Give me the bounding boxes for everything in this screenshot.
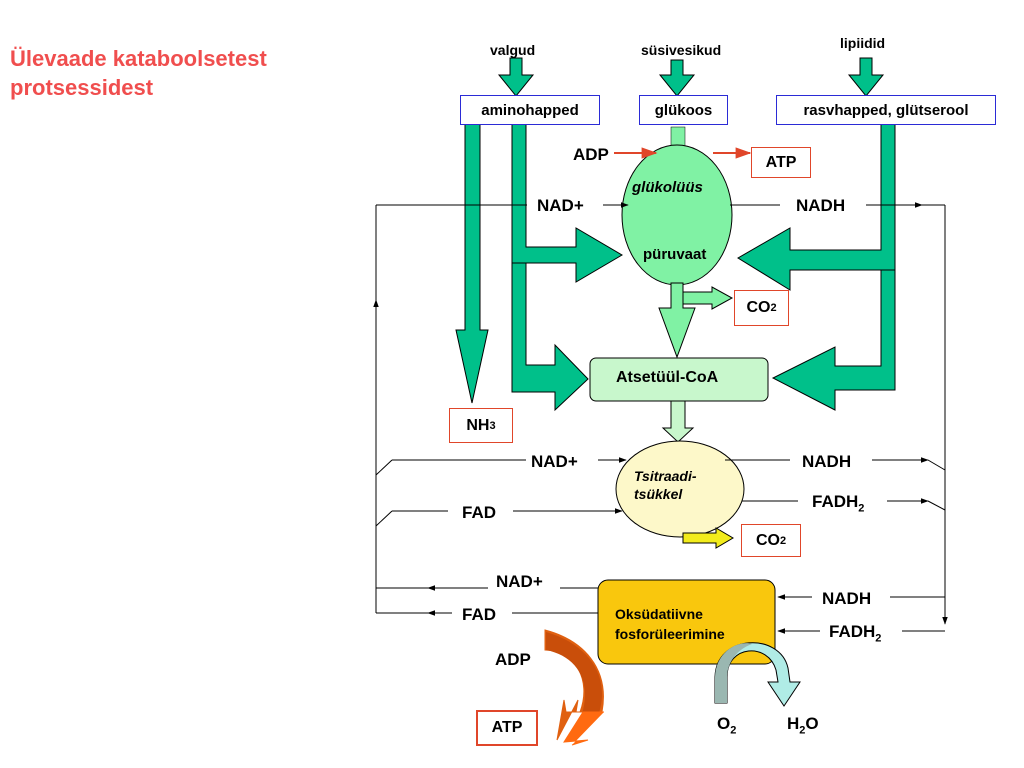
o2-arrow-tail xyxy=(715,643,752,703)
glycolysis-adp-label: ADP xyxy=(573,145,609,164)
oxphos-box xyxy=(597,579,776,665)
h2o-sub: 2 xyxy=(799,724,806,737)
glycolysis-atp-box: ATP xyxy=(751,147,811,178)
page-title: Ülevaade kataboolsetest protsessidest xyxy=(10,44,267,102)
oxphos-label-2: fosforüleerimine xyxy=(615,626,725,642)
oxphos-atp-box: ATP xyxy=(476,710,538,746)
tca-fad-label: FAD xyxy=(462,503,496,522)
oxphos-fad-label: FAD xyxy=(462,605,496,624)
glycolysis-ellipse xyxy=(621,144,733,286)
h2o-text-b: O xyxy=(805,714,819,733)
source-carbs: süsivesikud xyxy=(641,42,722,58)
glycolysis-co2-arrow xyxy=(682,286,734,310)
glycolysis-label: glükolüüs xyxy=(632,179,703,196)
proteins-down-arrow xyxy=(497,57,535,97)
nh3-text: NH xyxy=(466,416,490,434)
acetyl-label: Atsetüül-CoA xyxy=(616,369,719,386)
glucose-connector xyxy=(670,126,686,148)
amino-to-acetyl-arrow xyxy=(511,262,589,412)
oxphos-nadh-label: NADH xyxy=(822,589,872,608)
oxphos-fadh2-sub: 2 xyxy=(875,632,882,645)
title-line-1: Ülevaade kataboolsetest xyxy=(10,46,267,71)
glyco-nadh-label: NADH xyxy=(796,196,846,215)
o2-sub: 2 xyxy=(730,724,737,737)
oxphos-adp-label: ADP xyxy=(495,650,531,669)
lipids-down-arrow xyxy=(847,57,885,97)
title-line-2: protsessidest xyxy=(10,75,154,100)
pyruvate-label: püruvaat xyxy=(643,246,707,263)
pyruvate-to-acetyl-arrow xyxy=(658,282,696,359)
tca-label-1: Tsitraadi- xyxy=(634,468,697,484)
tca-fadh2-label: FADH2 xyxy=(812,492,864,514)
oxphos-nad-label: NAD+ xyxy=(496,572,543,591)
oxphos-fadh2-label: FADH2 xyxy=(829,622,881,644)
carbs-down-arrow xyxy=(658,59,696,97)
o2-text: O xyxy=(717,714,731,733)
tca-label-2: tsükkel xyxy=(634,486,683,502)
tca-nad-line-a xyxy=(375,459,393,476)
fatty-to-acetyl-arrow xyxy=(771,269,896,411)
tca-co2-sub: 2 xyxy=(779,534,787,547)
atp-arrow-head xyxy=(563,711,604,746)
co2-text: CO xyxy=(746,299,771,316)
tca-fadh2-line-c xyxy=(927,500,946,511)
glucose-box: glükoos xyxy=(639,95,728,125)
fatty-box: rasvhapped, glütserool xyxy=(776,95,996,125)
nh3-sub: 3 xyxy=(489,419,496,432)
tca-fadh2-sub: 2 xyxy=(858,502,865,515)
source-lipids: lipiidid xyxy=(840,35,886,51)
tca-nad-label: NAD+ xyxy=(531,452,578,471)
oxphos-fadh2-text: FADH xyxy=(829,622,876,641)
adp-arrow-body xyxy=(546,632,603,716)
glyco-nad-label: NAD+ xyxy=(537,196,584,215)
source-proteins: valgud xyxy=(490,42,536,58)
tca-fad-line-a xyxy=(375,510,393,527)
acetyl-to-tca-arrow xyxy=(661,400,695,443)
tca-co2-arrow xyxy=(682,527,734,549)
o2-label: O2 xyxy=(717,714,736,736)
amino-to-nh3-arrow xyxy=(455,121,489,404)
h2o-label: H2O xyxy=(787,714,819,736)
fatty-to-pyruvate-arrow xyxy=(737,121,896,291)
tca-nadh-line-c xyxy=(927,459,946,471)
tca-fadh2-text: FADH xyxy=(812,492,859,511)
tca-co2-text: CO xyxy=(755,531,780,549)
amino-box: aminohapped xyxy=(460,95,600,125)
tca-ellipse xyxy=(615,440,745,538)
oxphos-label-1: Oksüdatiivne xyxy=(615,606,703,622)
amino-to-pyruvate-arrow xyxy=(511,121,623,283)
h2o-text-a: H xyxy=(787,714,800,733)
co2-sub: 2 xyxy=(770,302,777,314)
tca-nadh-label: NADH xyxy=(802,452,852,471)
